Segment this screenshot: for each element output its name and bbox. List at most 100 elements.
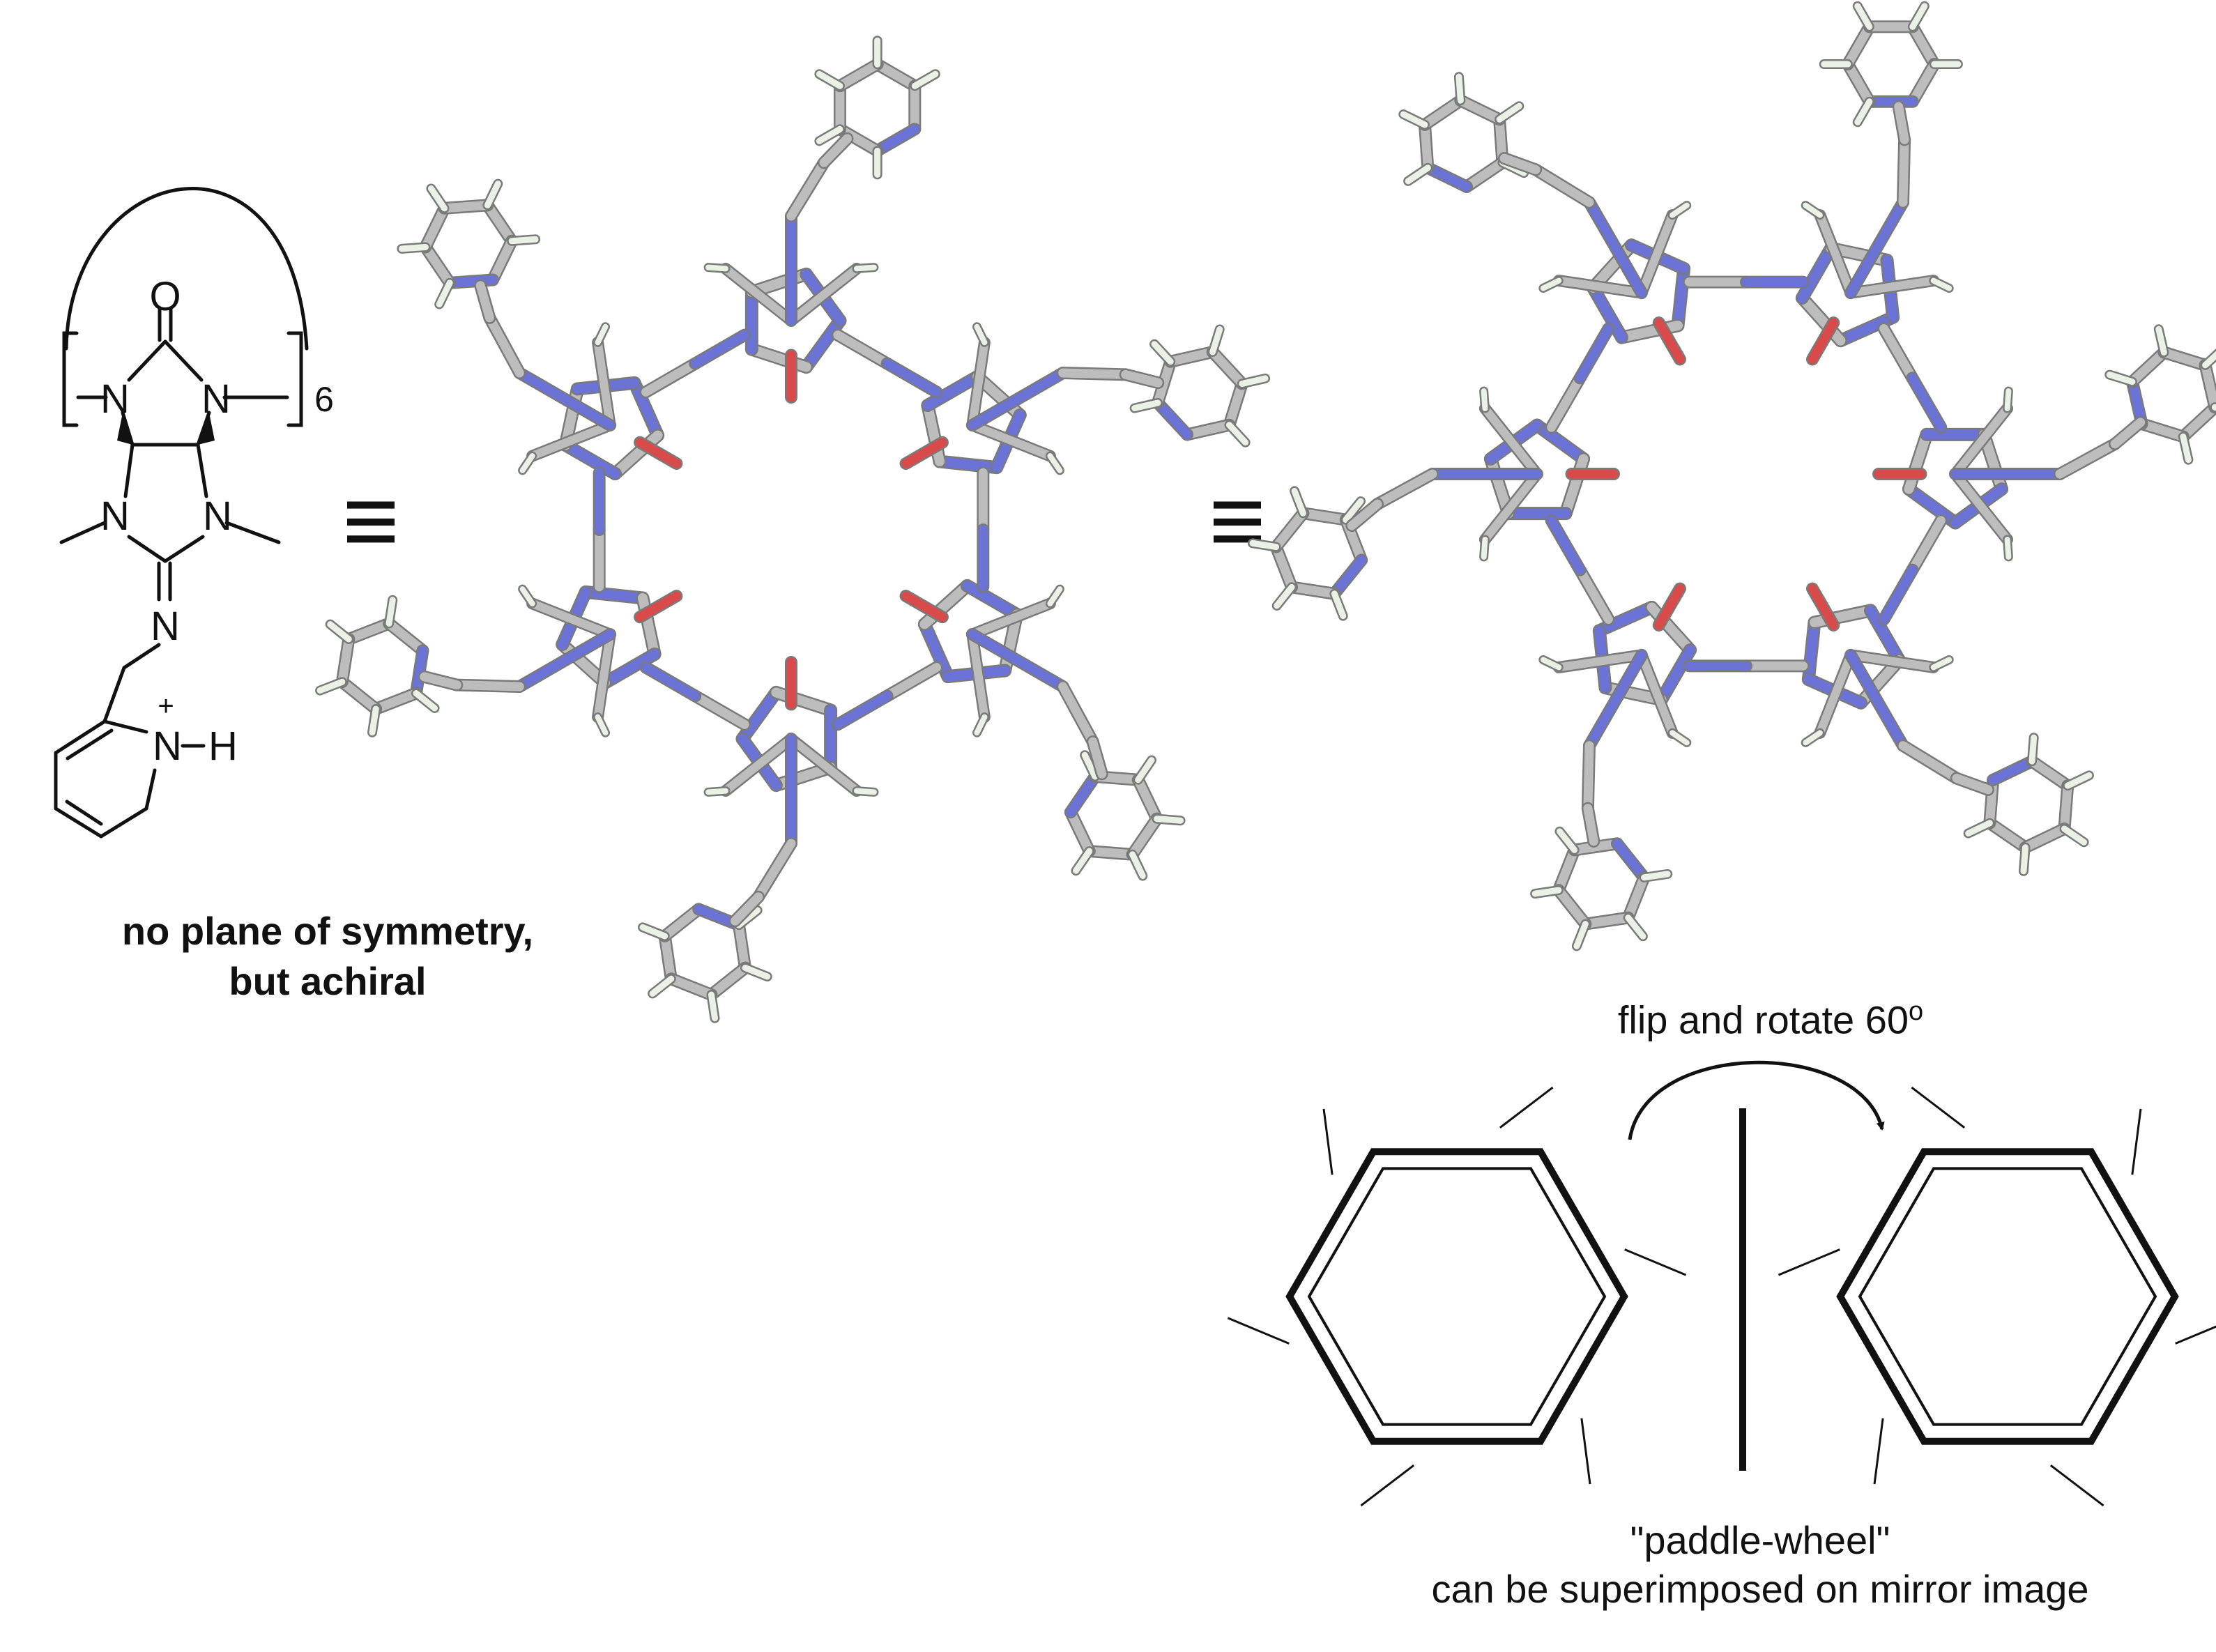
bond xyxy=(127,339,167,382)
bond xyxy=(54,719,107,755)
bond-stick xyxy=(1908,59,1939,107)
bond-stick xyxy=(316,678,346,694)
bond-stick xyxy=(560,440,620,479)
bond-stick xyxy=(786,158,829,221)
bond-stick xyxy=(482,200,517,246)
atom-labels: O N N 6 N N N N + H xyxy=(100,274,334,769)
bond-stick xyxy=(731,892,763,926)
hexagon-inner xyxy=(1858,1167,2157,1426)
bond-stick xyxy=(1343,498,1364,523)
bond-stick xyxy=(514,368,615,430)
bond-stick xyxy=(705,264,729,272)
bond-stick xyxy=(1420,120,1432,173)
bond-stick xyxy=(337,677,381,714)
atom-n: N xyxy=(153,724,182,769)
bond-stick xyxy=(1423,163,1472,192)
bond-stick xyxy=(2020,844,2029,875)
atom-n: N xyxy=(151,604,180,649)
bond-stick xyxy=(1154,816,1184,824)
bond-stick xyxy=(1209,326,1223,355)
bond-stick xyxy=(1803,617,1819,684)
bond-stick xyxy=(1575,324,1613,383)
bond-stick xyxy=(519,586,535,606)
bond-stick xyxy=(641,663,700,701)
bond-stick xyxy=(1405,165,1431,185)
bond-stick xyxy=(488,236,517,284)
bond-stick xyxy=(420,672,461,690)
bond-stick xyxy=(1583,741,1594,813)
bond-stick xyxy=(833,330,892,369)
bond-stick xyxy=(1047,586,1063,606)
paddle-blade xyxy=(1360,1464,1415,1507)
wedge-bond xyxy=(198,413,215,445)
bond-stick xyxy=(666,974,716,1000)
bond-stick xyxy=(660,904,703,941)
bond xyxy=(163,535,205,563)
bond-stick xyxy=(1540,277,1562,291)
paddle-blade xyxy=(1580,1418,1591,1485)
bond-stick xyxy=(639,924,668,940)
bond-stick xyxy=(853,788,877,795)
bond-stick xyxy=(1481,470,1541,544)
repeat-subscript: 6 xyxy=(314,380,334,419)
paddle-wheel-hexagon-left xyxy=(1227,1086,1687,1507)
bond-stick xyxy=(2201,360,2216,412)
bond-stick xyxy=(337,634,353,687)
bond-stick xyxy=(1135,757,1155,783)
bond-stick xyxy=(968,421,1055,461)
bond-stick xyxy=(1854,3,1873,30)
bond-stick xyxy=(1907,373,1946,432)
degree-superscript: o xyxy=(1909,997,1924,1026)
bond-stick xyxy=(2178,402,2216,441)
bond-stick xyxy=(484,181,501,208)
hexagon-inner xyxy=(1307,1167,1607,1426)
bond-stick xyxy=(2021,824,2069,852)
bond-stick xyxy=(1400,111,1428,128)
bond-stick xyxy=(528,421,615,461)
bond-stick xyxy=(1085,846,1138,859)
bond-stick xyxy=(873,59,919,91)
bond-stick xyxy=(514,629,615,691)
bond-stick xyxy=(1797,243,1836,303)
bond-stick xyxy=(962,581,1022,620)
bond-stick xyxy=(968,599,1055,638)
bond-stick xyxy=(660,931,676,984)
bond-stick xyxy=(1287,582,1339,599)
bond-stick xyxy=(440,200,492,213)
bond-stick xyxy=(593,630,615,721)
bond-stick xyxy=(1133,775,1162,824)
caption-symmetry: no plane of symmetry, but achiral xyxy=(63,906,593,1007)
bond xyxy=(122,643,161,670)
bond-stick xyxy=(787,264,861,325)
atom-n: N xyxy=(100,494,130,539)
paddle-blade xyxy=(1322,1108,1334,1175)
bond-stick xyxy=(1499,153,1541,174)
bond xyxy=(102,666,126,724)
bond-stick xyxy=(1909,3,1928,30)
bond-stick xyxy=(1481,536,1488,560)
bond-stick xyxy=(1575,565,1613,624)
bond-stick xyxy=(2004,388,2012,412)
bond-stick xyxy=(1669,202,1690,218)
hexagon-outer xyxy=(1836,1148,2179,1445)
bond-stick xyxy=(968,338,989,429)
bond-stick xyxy=(1455,73,1464,104)
bond-stick xyxy=(1656,645,1695,705)
bond-stick xyxy=(1808,584,1838,630)
bond-stick xyxy=(974,323,988,346)
repeat-bracket-left xyxy=(62,331,79,427)
bond-stick xyxy=(1088,737,1107,779)
bond-stick xyxy=(1121,369,1163,388)
bond-stick xyxy=(599,649,660,688)
bond-stick xyxy=(2110,418,2146,449)
caption-text: flip and rotate 60 xyxy=(1617,997,1909,1042)
bond-stick xyxy=(1951,470,2012,544)
bond-stick xyxy=(327,621,352,643)
equivalence-symbol: ≡ xyxy=(342,466,399,575)
bond-stick xyxy=(413,690,438,712)
bond-stick xyxy=(1907,516,1946,575)
equivalence-symbol: ≡ xyxy=(1209,466,1266,575)
bond-stick xyxy=(816,125,843,144)
